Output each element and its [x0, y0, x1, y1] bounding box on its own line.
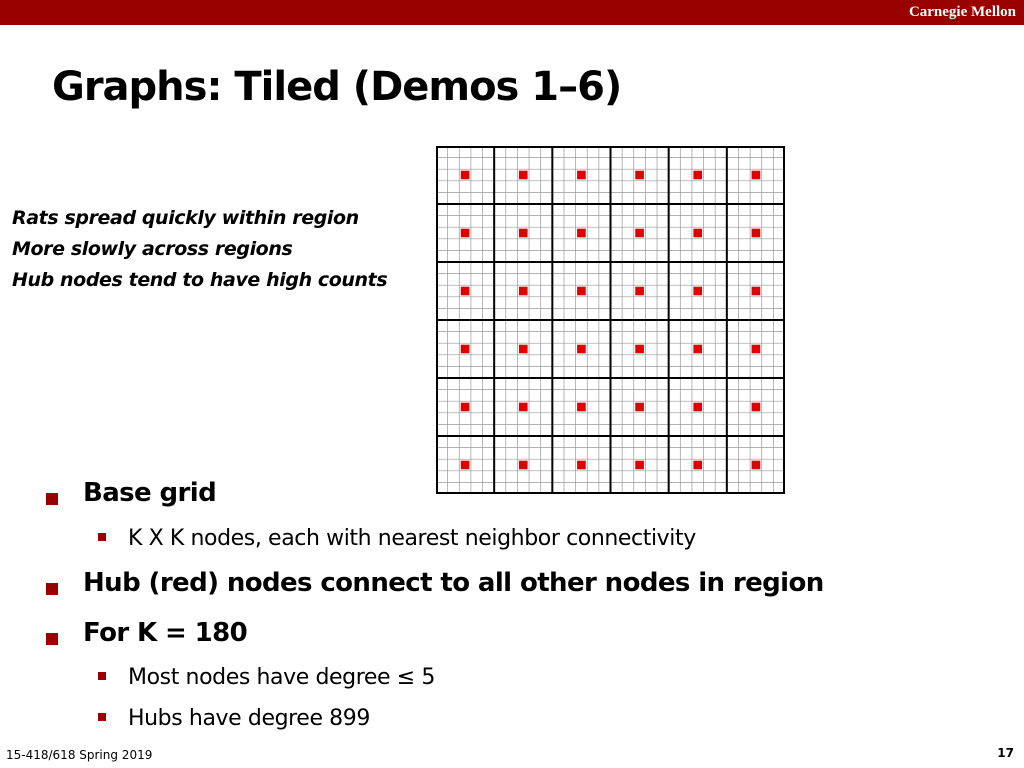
hub-node: [751, 344, 761, 354]
hub-node: [751, 402, 761, 412]
bullet-item: For K = 180: [83, 618, 248, 648]
slide-title: Graphs: Tiled (Demos 1–6): [52, 64, 622, 110]
page-number: 17: [997, 746, 1014, 760]
hub-node: [635, 170, 644, 180]
hub-node: [577, 228, 586, 238]
hub-node: [518, 286, 528, 296]
hub-node: [460, 228, 470, 238]
course-label: 15-418/618 Spring 2019: [6, 748, 153, 762]
hub-node: [693, 344, 703, 354]
hub-node: [577, 460, 586, 470]
hub-node: [518, 460, 528, 470]
hub-node: [635, 460, 644, 470]
sub-bullet-marker: [98, 672, 106, 680]
hub-node: [751, 228, 761, 238]
hub-node: [518, 170, 528, 180]
hub-node: [577, 344, 586, 354]
sub-bullet-marker: [98, 533, 106, 541]
bullet-item: Hub (red) nodes connect to all other nod…: [83, 568, 824, 598]
hub-node: [693, 402, 703, 412]
hub-node: [577, 286, 586, 296]
hub-node: [460, 344, 470, 354]
header-bar: Carnegie Mellon: [0, 0, 1024, 25]
annotation-notes: Rats spread quickly within region More s…: [12, 203, 388, 296]
bullet-item: Base grid: [83, 478, 217, 508]
note-line: Hub nodes tend to have high counts: [12, 269, 388, 291]
hub-node: [693, 460, 703, 470]
hub-node: [577, 402, 586, 412]
sub-bullet-item: Most nodes have degree ≤ 5: [128, 665, 435, 690]
hub-node: [460, 460, 470, 470]
hub-node: [518, 228, 528, 238]
sub-bullet-item: K X K nodes, each with nearest neighbor …: [128, 526, 696, 551]
bullet-marker: [46, 493, 58, 505]
hub-node: [693, 228, 703, 238]
hub-node: [460, 286, 470, 296]
hub-node: [635, 286, 644, 296]
hub-node: [751, 286, 761, 296]
tiled-grid-figure: [436, 146, 785, 494]
hub-node: [693, 170, 703, 180]
org-label: Carnegie Mellon: [908, 4, 1016, 20]
hub-node: [635, 402, 644, 412]
bullet-marker: [46, 633, 58, 645]
hub-node: [460, 170, 470, 180]
hub-node: [693, 286, 703, 296]
hub-node: [635, 228, 644, 238]
note-line: More slowly across regions: [12, 238, 293, 260]
hub-node: [751, 460, 761, 470]
bullet-marker: [46, 583, 58, 595]
hub-node: [460, 402, 470, 412]
hub-node: [518, 344, 528, 354]
hub-node: [635, 344, 644, 354]
hub-node: [518, 402, 528, 412]
hub-node: [577, 170, 586, 180]
note-line: Rats spread quickly within region: [12, 207, 359, 229]
hub-node: [751, 170, 761, 180]
sub-bullet-item: Hubs have degree 899: [128, 706, 370, 731]
sub-bullet-marker: [98, 713, 106, 721]
